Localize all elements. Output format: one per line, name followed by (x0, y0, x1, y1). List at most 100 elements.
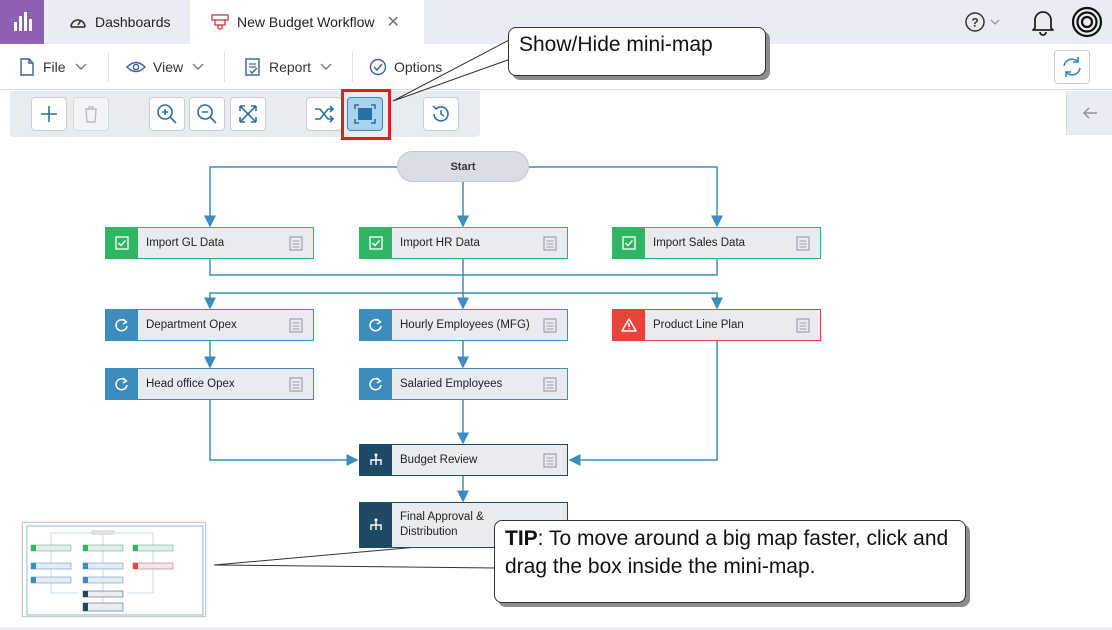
node-label: Final Approval & Distribution (400, 511, 484, 538)
side-panel-toggle[interactable] (1066, 91, 1112, 135)
zoom-in-button[interactable] (149, 97, 185, 131)
node-label: Budget Review (400, 453, 478, 466)
shuffle-icon (315, 105, 335, 123)
node-import-hr-data[interactable]: Import HR Data (359, 227, 568, 259)
zoom-out-button[interactable] (189, 97, 225, 131)
minimap-viewport (26, 525, 204, 616)
node-label: Import HR Data (400, 236, 480, 249)
file-menu[interactable]: File (18, 56, 88, 78)
chevron-down-icon (192, 63, 204, 70)
report-menu-label: Report (269, 59, 312, 75)
history-button[interactable] (423, 97, 459, 131)
history-icon (432, 105, 449, 122)
options-menu[interactable]: Options (369, 56, 442, 78)
profile-rings-icon (1071, 6, 1103, 38)
hierarchy-icon (360, 503, 392, 547)
chevron-down-icon (320, 63, 332, 70)
divider (224, 52, 225, 82)
report-menu[interactable]: Report (244, 56, 333, 78)
svg-text:?: ? (971, 16, 978, 30)
document-icon[interactable] (539, 376, 561, 392)
node-head-office-opex[interactable]: Head office Opex (105, 368, 314, 400)
node-label: Head office Opex (146, 377, 235, 390)
divider (108, 52, 109, 82)
tip-prefix: TIP (505, 527, 538, 550)
refresh-icon (106, 369, 138, 399)
document-icon[interactable] (285, 376, 307, 392)
tab-bar: Dashboards New Budget Workflow ✕ ? (0, 0, 1112, 44)
document-icon[interactable] (792, 317, 814, 333)
document-icon[interactable] (539, 235, 561, 251)
file-menu-label: File (43, 59, 66, 75)
dashboard-gauge-icon (70, 19, 86, 28)
eye-icon (126, 61, 146, 73)
start-node[interactable]: Start (397, 151, 529, 182)
document-icon[interactable] (792, 235, 814, 251)
node-label: Product Line Plan (653, 318, 744, 331)
report-icon (245, 58, 260, 76)
node-import-sales-data[interactable]: Import Sales Data (612, 227, 821, 259)
tab-new-budget-workflow[interactable]: New Budget Workflow ✕ (190, 0, 424, 44)
options-menu-label: Options (394, 59, 443, 75)
divider (352, 52, 353, 82)
refresh-icon (1063, 57, 1081, 77)
node-import-gl-data[interactable]: Import GL Data (105, 227, 314, 259)
close-tab-icon[interactable]: ✕ (386, 14, 400, 31)
node-label: Import Sales Data (653, 236, 746, 249)
tip-text: : To move around a big map faster, click… (505, 527, 949, 578)
bar-chart-icon (14, 12, 32, 31)
document-icon[interactable] (285, 317, 307, 333)
help-menu[interactable]: ? (964, 11, 1001, 33)
help-icon: ? (965, 12, 985, 32)
refresh-icon (360, 369, 392, 399)
check-box-icon (106, 228, 138, 258)
node-salaried-employees[interactable]: Salaried Employees (359, 368, 568, 400)
tab-dashboards-label: Dashboards (95, 14, 171, 30)
node-label: Hourly Employees (MFG) (400, 318, 530, 331)
refresh-icon (106, 310, 138, 340)
node-label: Import GL Data (146, 236, 225, 249)
notifications-button[interactable] (1030, 8, 1056, 41)
minimap[interactable] (22, 522, 206, 617)
view-menu[interactable]: View (126, 56, 205, 78)
bottom-border (0, 627, 1112, 630)
fit-to-screen-button[interactable] (230, 97, 266, 131)
node-budget-review[interactable]: Budget Review (359, 444, 568, 476)
warning-icon (613, 310, 645, 340)
node-product-line-plan[interactable]: Product Line Plan (612, 309, 821, 341)
node-label: Salaried Employees (400, 377, 503, 390)
workflow-icon (211, 14, 229, 30)
refresh-button[interactable] (1054, 50, 1090, 84)
minimap-preview (26, 525, 204, 616)
refresh-icon (360, 310, 392, 340)
check-box-icon (613, 228, 645, 258)
check-box-icon (360, 228, 392, 258)
zoom-in-icon (157, 104, 177, 124)
minimap-frame-icon (354, 104, 376, 124)
node-hourly-employees[interactable]: Hourly Employees (MFG) (359, 309, 568, 341)
node-department-opex[interactable]: Department Opex (105, 309, 314, 341)
app-logo[interactable] (0, 0, 44, 44)
arrow-left-icon (1082, 107, 1097, 119)
document-icon[interactable] (285, 235, 307, 251)
tab-dashboards[interactable]: Dashboards (58, 0, 186, 44)
plus-icon (41, 106, 57, 122)
delete-node-button[interactable] (73, 97, 109, 131)
add-node-button[interactable] (31, 97, 67, 131)
user-profile-button[interactable] (1071, 6, 1103, 43)
canvas-toolbar (10, 91, 480, 137)
minimap-toggle-button[interactable] (347, 97, 383, 131)
chevron-down-icon (990, 19, 1000, 25)
callout-minimap: Show/Hide mini-map (508, 27, 766, 76)
document-icon[interactable] (539, 317, 561, 333)
trash-icon (85, 106, 97, 123)
document-icon[interactable] (539, 452, 561, 468)
chevron-down-icon (75, 63, 87, 70)
view-menu-label: View (153, 59, 184, 75)
callout-tip: TIP: To move around a big map faster, cl… (494, 520, 966, 603)
minimap-button-highlight (341, 89, 391, 140)
zoom-out-icon (197, 104, 217, 124)
node-label: Department Opex (146, 318, 237, 331)
file-icon (20, 58, 34, 76)
check-circle-icon (369, 58, 387, 76)
